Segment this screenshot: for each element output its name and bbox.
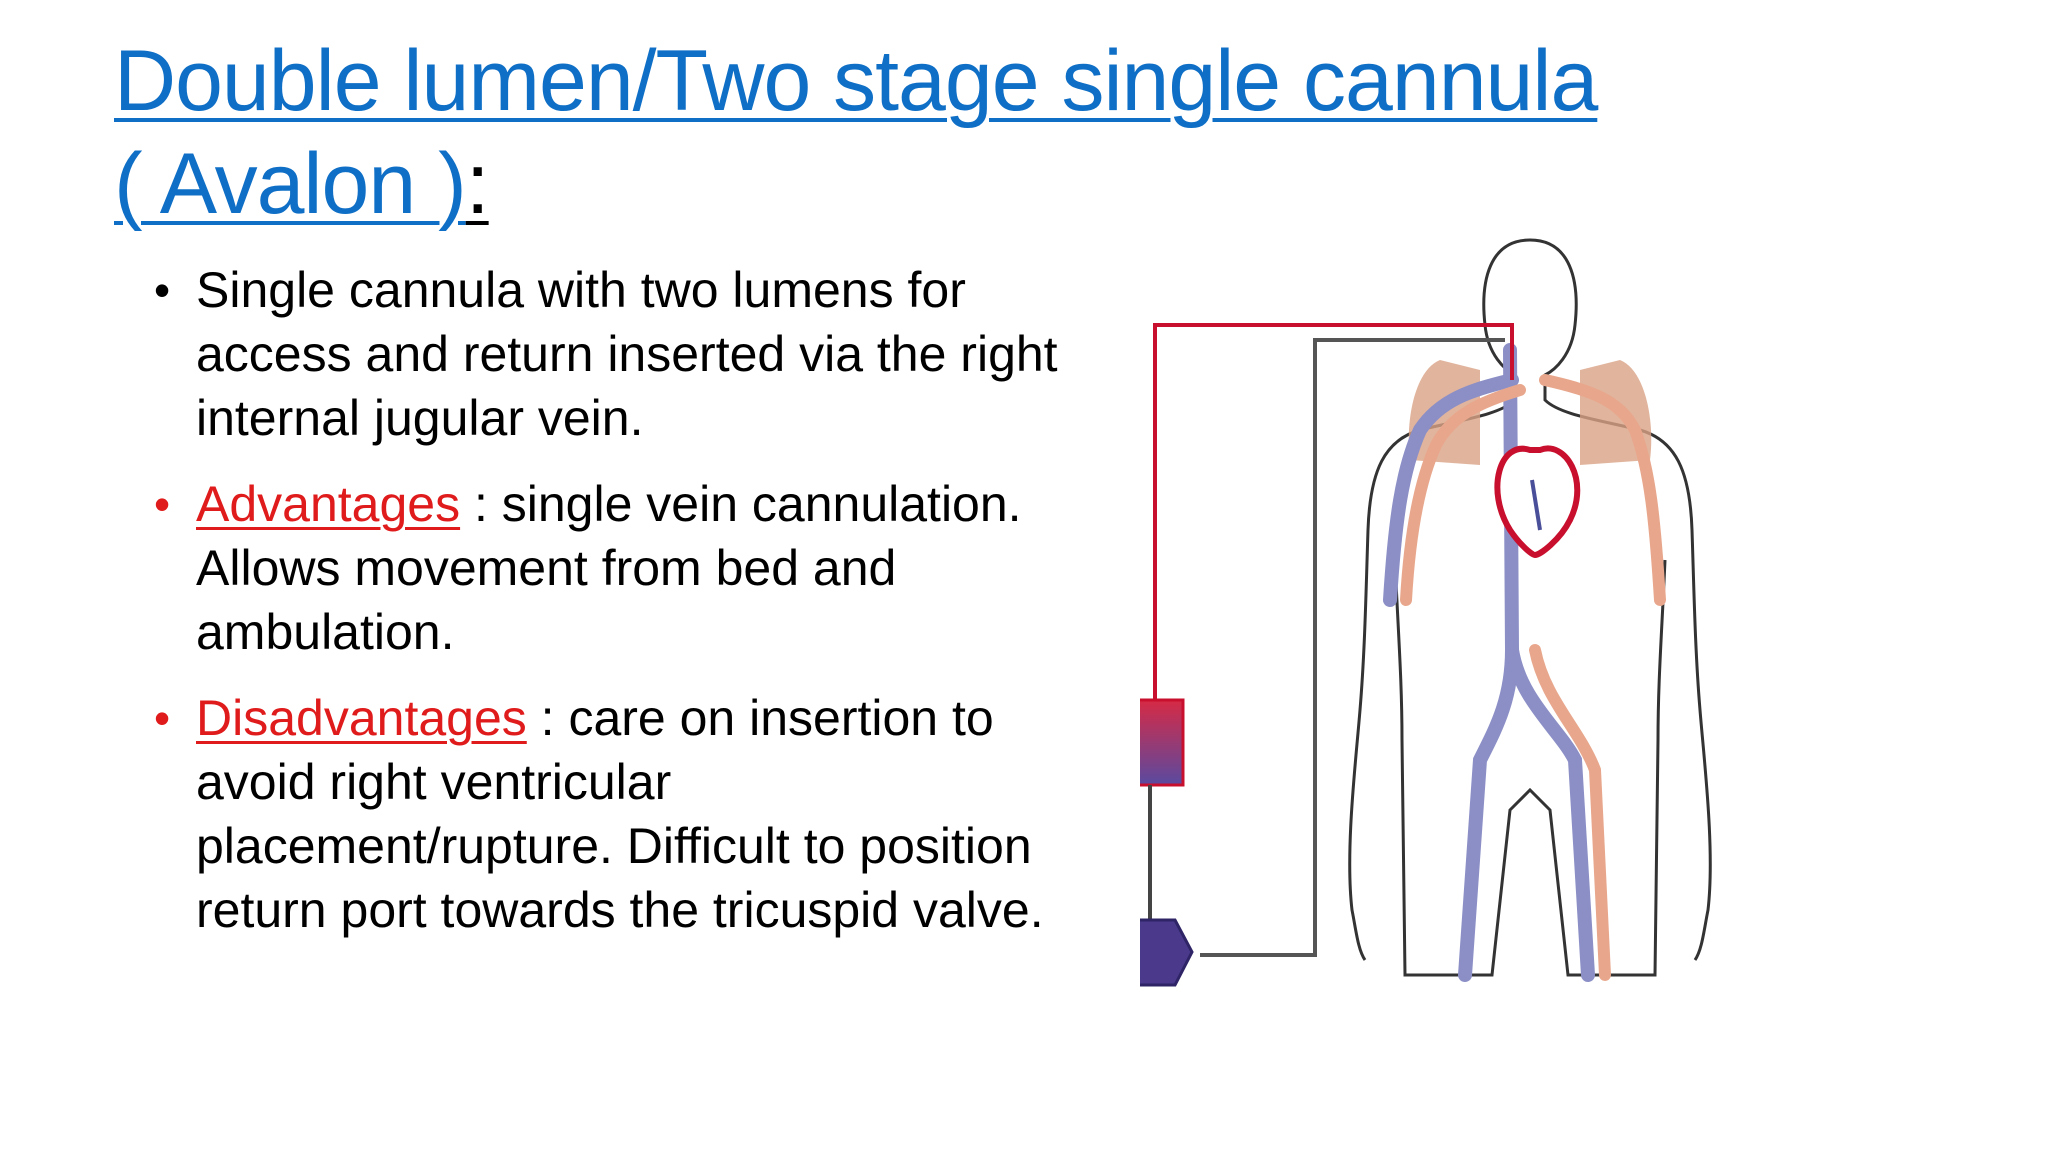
bullet-item-2: • Advantages : single vein cannulation. … xyxy=(150,472,1080,664)
title-line-2: ( Avalon ) xyxy=(114,136,467,232)
disadvantages-label: Disadvantages xyxy=(196,690,527,746)
bullet-text-3: : care on insertion to avoid right ventr… xyxy=(196,690,1044,938)
heart xyxy=(1494,445,1581,559)
ecmo-body-diagram xyxy=(1140,238,1712,987)
drainage-line xyxy=(1200,338,1505,957)
body-outline xyxy=(1348,238,1712,977)
bullet-dot: • xyxy=(154,692,171,744)
title-line-1: Double lumen/Two stage single cannula xyxy=(114,33,1598,129)
slide-title: Double lumen/Two stage single cannula ( … xyxy=(114,30,1714,236)
circuit-lines xyxy=(1153,323,1514,957)
bullet-list: • Single cannula with two lumens for acc… xyxy=(150,258,1080,964)
oxygenator-icon xyxy=(1140,698,1185,787)
return-line xyxy=(1153,323,1514,700)
bullet-dot: • xyxy=(154,478,171,530)
pump-icon xyxy=(1140,918,1194,987)
bullet-item-1: • Single cannula with two lumens for acc… xyxy=(150,258,1080,450)
bullet-text-2: : single vein cannulation. Allows moveme… xyxy=(196,476,1022,660)
arterial-vessels xyxy=(1400,374,1666,981)
bullet-text-1: Single cannula with two lumens for acces… xyxy=(196,262,1058,446)
venous-vessels xyxy=(1383,343,1595,982)
title-colon: : xyxy=(465,136,490,232)
bullet-dot: • xyxy=(154,264,171,316)
bullet-item-3: • Disadvantages : care on insertion to a… xyxy=(150,686,1080,942)
advantages-label: Advantages xyxy=(196,476,461,532)
